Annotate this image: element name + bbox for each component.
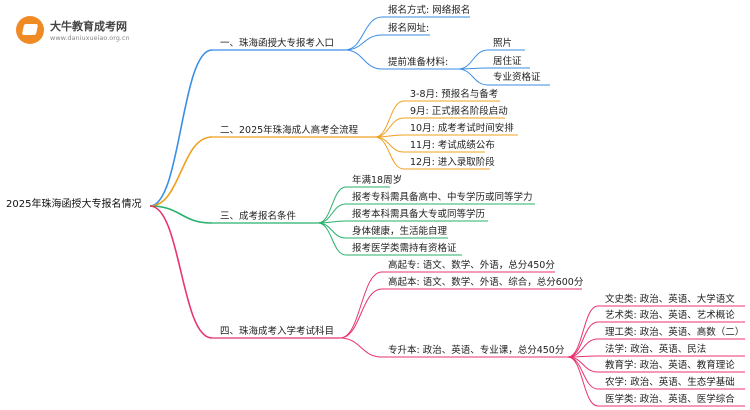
branch-2-item-2: 9月: 正式报名阶段启动 bbox=[410, 106, 508, 117]
connector-branch-1 bbox=[149, 49, 213, 207]
branch-4-item-2: 高起本: 语文、数学、外语、综合，总分600分 bbox=[388, 277, 584, 288]
branch-2-item-1: 3-8月: 预报名与备考 bbox=[410, 89, 499, 100]
connector-subject-2 bbox=[567, 321, 599, 358]
logo-subtitle: www.daniuxueiao.org.cn bbox=[50, 34, 130, 42]
connector-b3-child-1 bbox=[317, 186, 347, 224]
logo-mark-icon bbox=[16, 16, 44, 44]
connector-b3-child-4 bbox=[317, 222, 347, 239]
subject-item-4: 法学: 政治、英语、民法 bbox=[605, 344, 707, 355]
root-topic: 2025年珠海函授大专报名情况 bbox=[6, 199, 142, 210]
connector-b2-child-5 bbox=[374, 136, 405, 170]
materials-item-3: 专业资格证 bbox=[493, 72, 541, 83]
connector-b2-child-2 bbox=[374, 117, 405, 138]
connector-subject-1 bbox=[567, 305, 599, 358]
connector-subject-7 bbox=[567, 356, 599, 407]
connector-b1-child-1 bbox=[344, 16, 383, 51]
branch-4-item-3: 专升本: 政治、英语、专业课，总分450分 bbox=[388, 345, 565, 356]
connector-b1-child-2 bbox=[344, 34, 383, 51]
subject-item-5: 教育学: 政治、英语、教育理论 bbox=[605, 360, 735, 371]
subject-item-1: 文史类: 政治、英语、大学语文 bbox=[605, 294, 735, 305]
branch-1-item-3: 提前准备材料: bbox=[388, 57, 449, 68]
connector-b4-child-2 bbox=[339, 288, 383, 339]
branch-4-topic: 四、珠海成考入学考试科目 bbox=[220, 326, 335, 337]
connector-branch-2 bbox=[149, 136, 213, 207]
branch-1-topic: 一、珠海函授大专报考入口 bbox=[220, 38, 335, 49]
branch-4-item-1: 高起专: 语文、数学、外语，总分450分 bbox=[388, 260, 555, 271]
connector-b2-child-4 bbox=[374, 136, 405, 153]
connector-branch-3 bbox=[149, 205, 213, 224]
connector-b2-child-1 bbox=[374, 100, 405, 138]
branch-2-item-5: 12月: 进入录取阶段 bbox=[410, 157, 495, 168]
subject-item-6: 农学: 政治、英语、生态学基础 bbox=[605, 377, 735, 388]
connector-b4-child-1 bbox=[339, 271, 383, 339]
branch-3-item-2: 报考专科需具备高中、中专学历或同等学力 bbox=[352, 192, 533, 203]
subject-item-2: 艺术类: 政治、英语、艺术概论 bbox=[605, 310, 735, 321]
connector-b1-child-3 bbox=[344, 49, 383, 70]
materials-item-2: 居住证 bbox=[493, 56, 522, 67]
branch-2-item-4: 11月: 考试成绩公布 bbox=[410, 140, 495, 151]
branch-3-item-4: 身体健康，生活能自理 bbox=[352, 226, 448, 237]
logo-title: 大牛教育成考网 bbox=[50, 20, 127, 33]
branch-1-item-2: 报名网址: bbox=[388, 23, 430, 34]
subject-item-7: 医学类: 政治、英语、医学综合 bbox=[605, 394, 735, 405]
branch-3-item-1: 年满18周岁 bbox=[352, 175, 403, 186]
connector-b4-child-3 bbox=[339, 337, 383, 358]
connector-b3-child-5 bbox=[317, 222, 347, 256]
connector-material-3 bbox=[457, 68, 489, 86]
connector-b3-child-2 bbox=[317, 203, 347, 224]
branch-3-topic: 三、成考报名条件 bbox=[220, 211, 297, 222]
connector-subject-6 bbox=[567, 356, 599, 390]
site-logo: 大牛教育成考网 www.daniuxueiao.org.cn bbox=[16, 14, 130, 48]
branch-3-item-3: 报考本科需具备大专或同等学历 bbox=[352, 209, 486, 220]
connector-subject-3 bbox=[567, 338, 599, 358]
connector-material-1 bbox=[457, 49, 489, 70]
branch-2-topic: 二、2025年珠海成人高考全流程 bbox=[220, 125, 359, 136]
connector-branch-4 bbox=[149, 205, 213, 339]
branch-3-item-5: 报考医学类需持有资格证 bbox=[352, 243, 457, 254]
branch-1-item-1: 报名方式: 网络报名 bbox=[388, 5, 471, 16]
subject-item-3: 理工类: 政治、英语、高数（二） bbox=[605, 327, 745, 338]
materials-item-1: 照片 bbox=[493, 38, 513, 49]
branch-2-item-3: 10月: 成考考试时间安排 bbox=[410, 123, 514, 134]
